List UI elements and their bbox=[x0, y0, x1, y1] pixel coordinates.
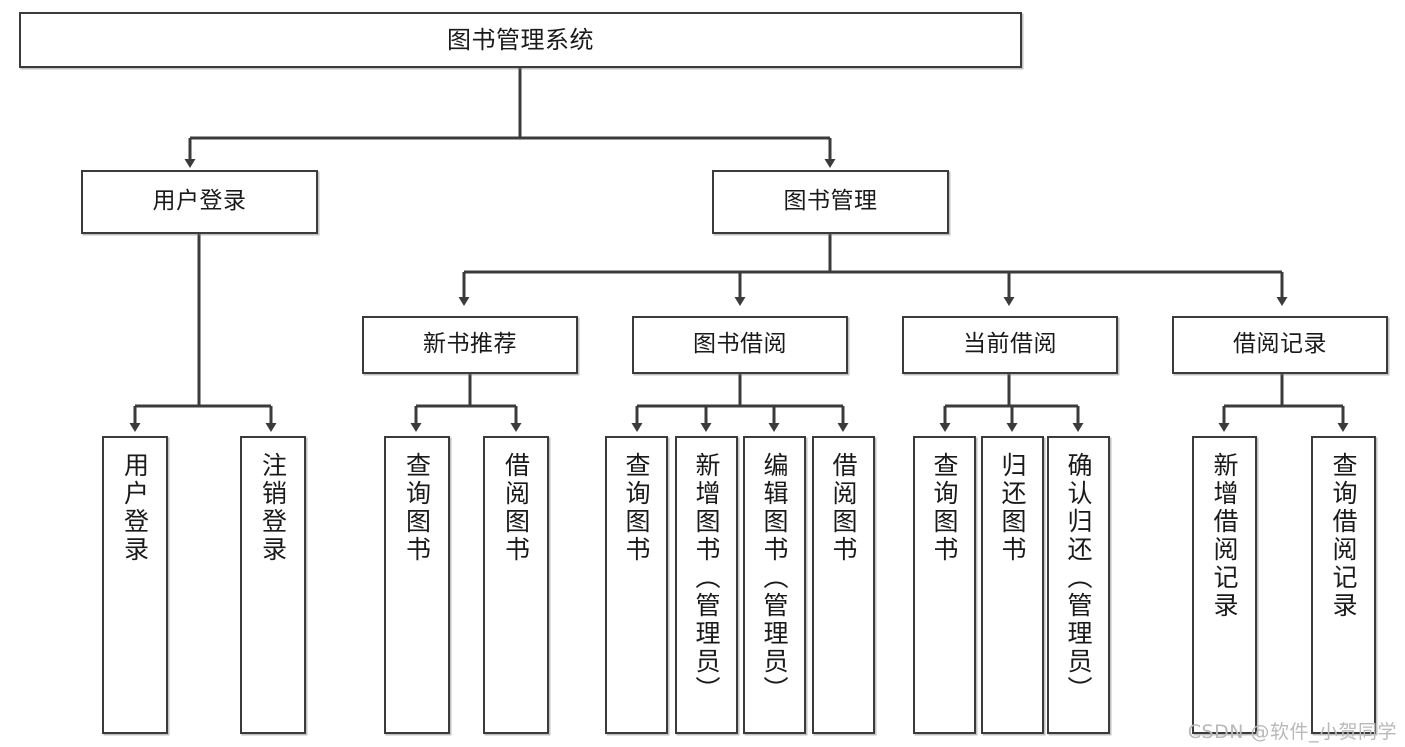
node-label: 查询图书 bbox=[622, 452, 651, 564]
node-label: 借阅图书 bbox=[829, 452, 858, 564]
node-root-book-management-system[interactable]: 图书管理系统 bbox=[19, 12, 1022, 68]
node-borrow-record[interactable]: 借阅记录 bbox=[1172, 316, 1388, 374]
node-label: 归还图书 bbox=[998, 452, 1027, 564]
leaf-query-book-current[interactable]: 查询图书 bbox=[913, 436, 976, 734]
leaf-query-borrow-record[interactable]: 查询借阅记录 bbox=[1311, 436, 1376, 734]
node-label: 借阅记录 bbox=[1233, 331, 1327, 358]
node-label: 图书借阅 bbox=[693, 331, 787, 358]
node-label: 查询图书 bbox=[930, 452, 959, 564]
node-label: 新增借阅记录 bbox=[1210, 452, 1239, 620]
leaf-user-login[interactable]: 用户登录 bbox=[102, 436, 168, 734]
node-label: 编辑图书（管理员） bbox=[760, 452, 789, 704]
leaf-edit-book-admin[interactable]: 编辑图书（管理员） bbox=[743, 436, 806, 734]
node-label: 用户登录 bbox=[120, 452, 150, 564]
node-label: 当前借阅 bbox=[963, 331, 1057, 358]
leaf-query-book-borrow[interactable]: 查询图书 bbox=[605, 436, 668, 734]
node-current-borrow[interactable]: 当前借阅 bbox=[902, 316, 1118, 374]
node-label: 确认归还（管理员） bbox=[1064, 452, 1093, 704]
node-label: 图书管理 bbox=[783, 188, 878, 215]
leaf-borrow-book-recommend[interactable]: 借阅图书 bbox=[483, 436, 549, 734]
node-label: 注销登录 bbox=[258, 452, 288, 564]
node-label: 查询借阅记录 bbox=[1329, 452, 1358, 620]
node-label: 新增图书（管理员） bbox=[692, 452, 721, 704]
node-book-borrow[interactable]: 图书借阅 bbox=[632, 316, 848, 374]
node-label: 借阅图书 bbox=[501, 452, 531, 564]
leaf-confirm-return-admin[interactable]: 确认归还（管理员） bbox=[1047, 436, 1110, 734]
leaf-logout-login[interactable]: 注销登录 bbox=[240, 436, 306, 734]
leaf-borrow-book[interactable]: 借阅图书 bbox=[812, 436, 875, 734]
node-user-login[interactable]: 用户登录 bbox=[81, 170, 318, 234]
leaf-add-book-admin[interactable]: 新增图书（管理员） bbox=[675, 436, 738, 734]
node-new-book-recommend[interactable]: 新书推荐 bbox=[362, 316, 578, 374]
leaf-add-borrow-record[interactable]: 新增借阅记录 bbox=[1192, 436, 1257, 734]
node-book-management[interactable]: 图书管理 bbox=[712, 170, 949, 234]
leaf-return-book[interactable]: 归还图书 bbox=[981, 436, 1044, 734]
node-label: 查询图书 bbox=[402, 452, 432, 564]
node-label: 新书推荐 bbox=[423, 331, 517, 358]
watermark-text: CSDN @软件_小贺同学 bbox=[1187, 721, 1397, 743]
node-label: 图书管理系统 bbox=[447, 25, 594, 54]
node-label: 用户登录 bbox=[152, 188, 247, 215]
leaf-query-book-recommend[interactable]: 查询图书 bbox=[384, 436, 450, 734]
